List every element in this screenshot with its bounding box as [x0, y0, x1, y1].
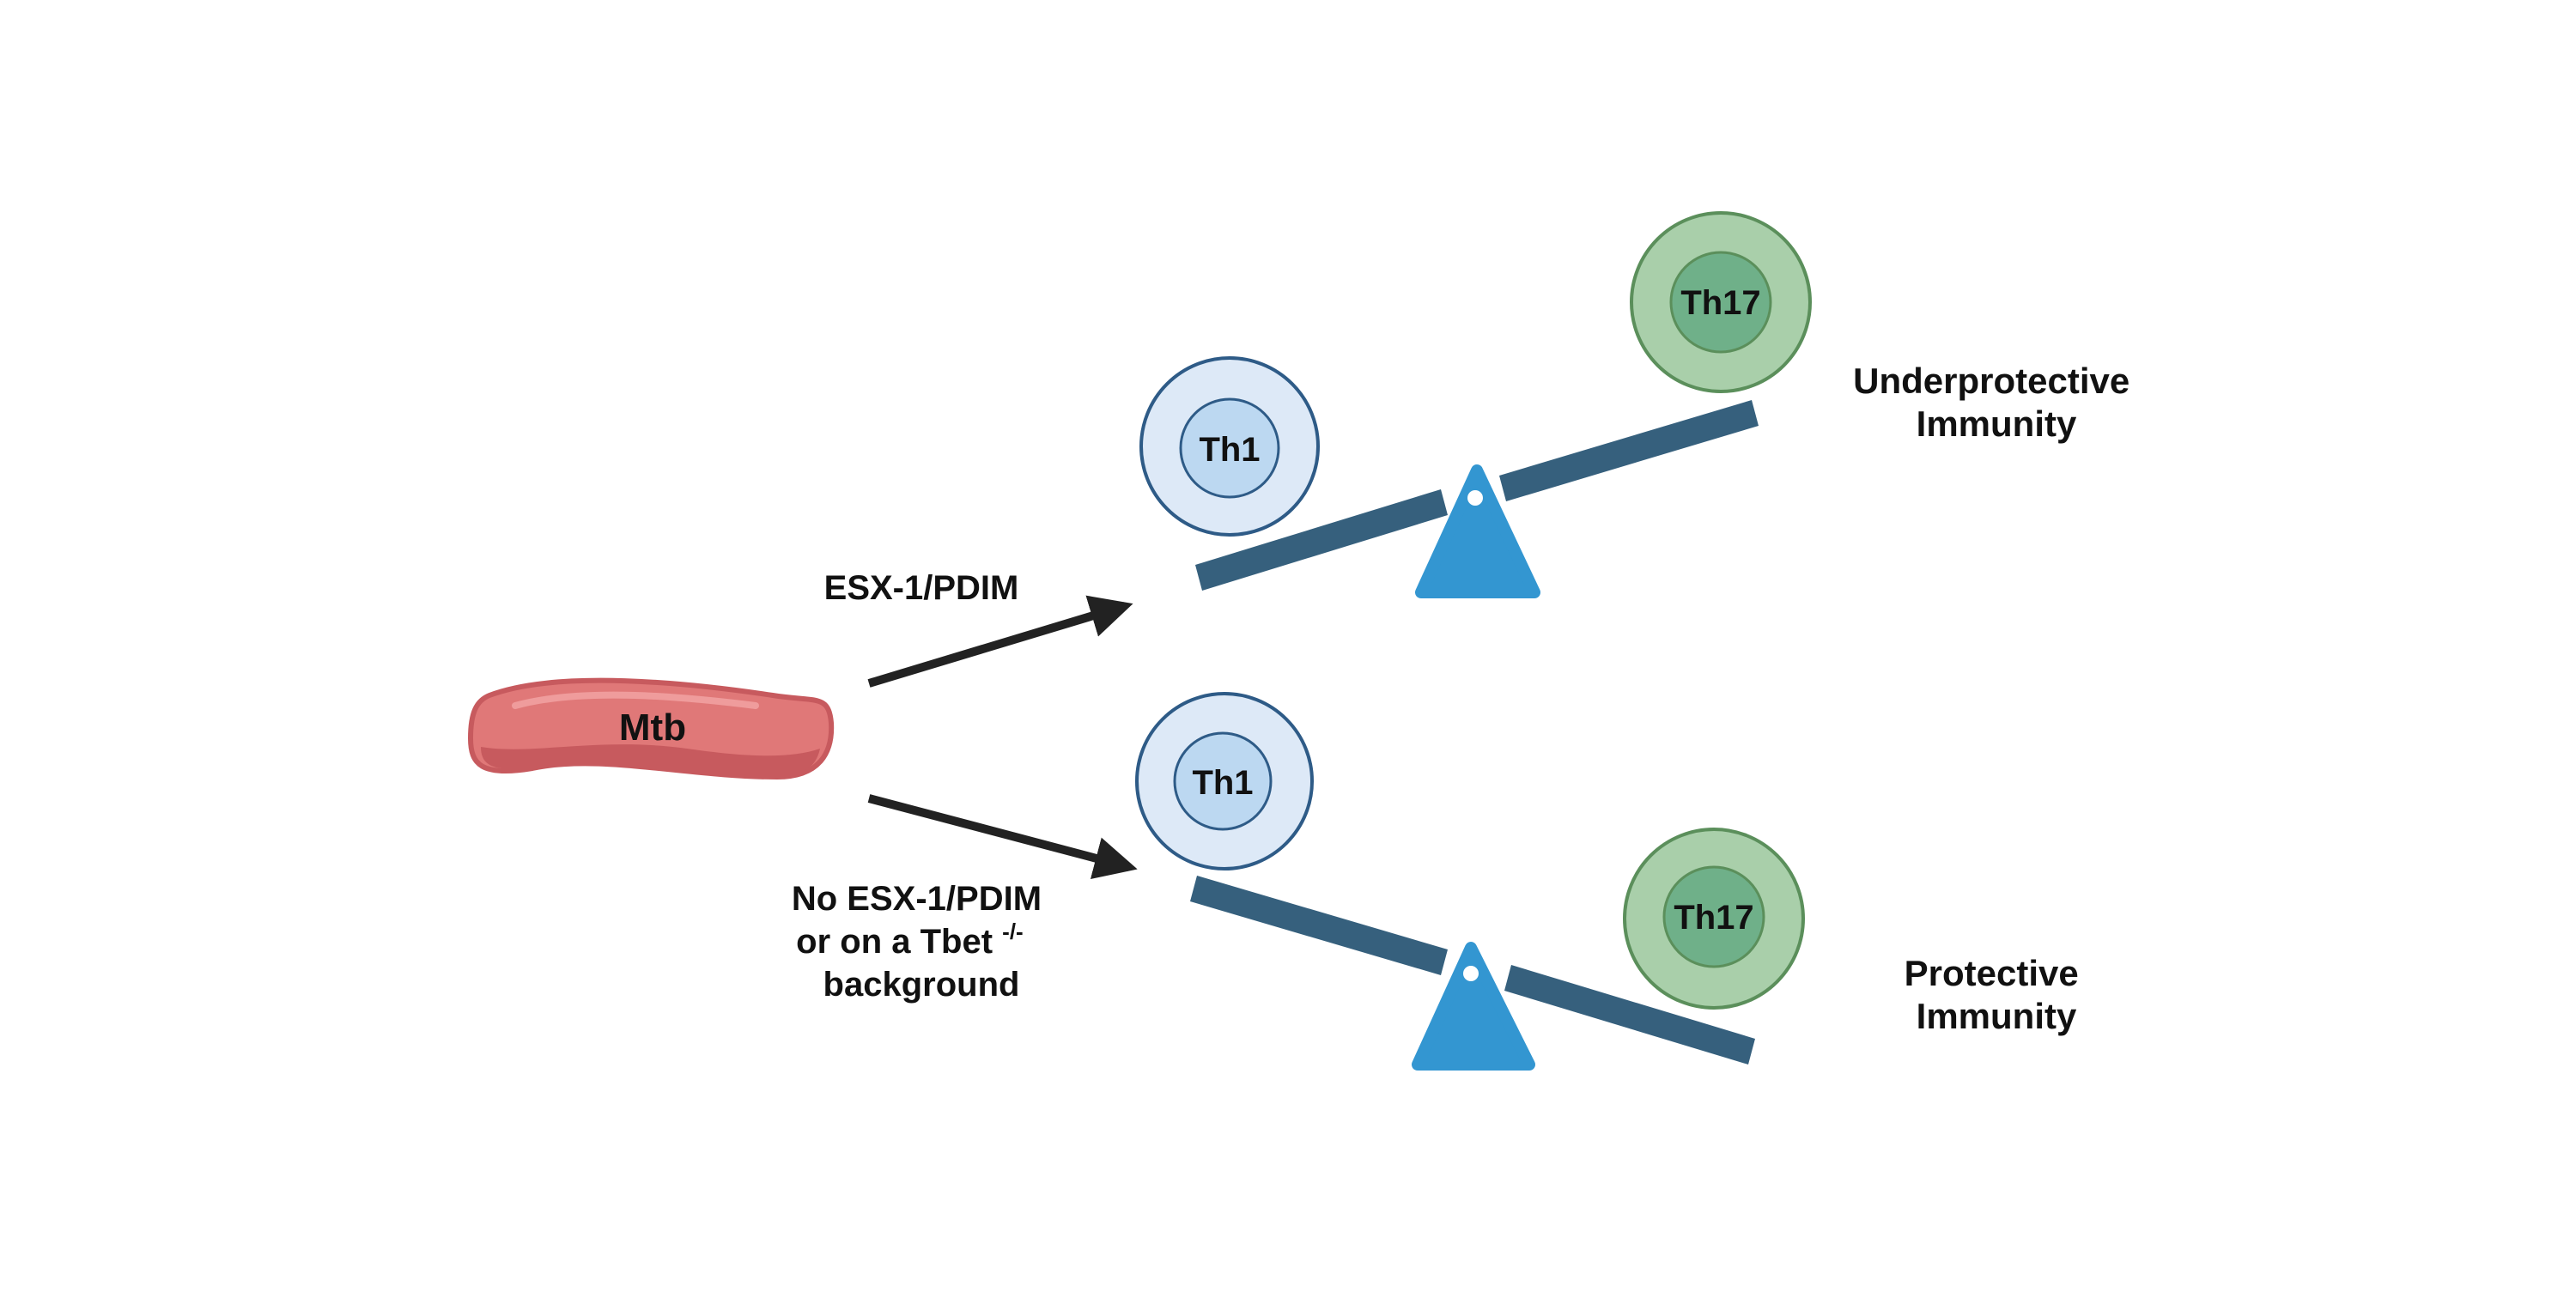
lower-arrow-label-line1: No ESX-1/PDIM: [792, 880, 1042, 918]
upper-th1-label: Th1: [1199, 431, 1260, 469]
th1-cell-nucleus: [1173, 731, 1273, 831]
upper-arrow: [867, 595, 1133, 688]
mtb-bacterium: Mtb: [467, 677, 835, 780]
upper-beam-right: [1499, 400, 1759, 501]
lower-th1-label: Th1: [1192, 764, 1253, 802]
lower-fulcrum-pivot: [1463, 966, 1479, 981]
upper-th17-cell: Th17: [1630, 211, 1812, 393]
lower-arrow-label-line2: or on a Tbet: [796, 923, 993, 961]
upper-beam-left: [1195, 489, 1448, 591]
lower-arrow-label: No ESX-1/PDIM or on a Tbet -/- backgroun…: [792, 880, 1051, 1004]
lower-seesaw: Th1 Th17 Protective Immunity: [1135, 692, 2089, 1071]
th17-cell-nucleus: [1669, 251, 1772, 354]
bacterium-label: Mtb: [619, 707, 686, 749]
th17-cell-nucleus: [1662, 865, 1765, 968]
lower-th17-label: Th17: [1674, 899, 1753, 937]
th1-cell-nucleus: [1179, 397, 1280, 499]
lower-outcome-label: Protective Immunity: [1905, 953, 2089, 1036]
bacterium-highlight: [512, 691, 759, 709]
lower-outcome-line2: Immunity: [1917, 996, 2077, 1036]
bacterium-shadow: [481, 744, 820, 775]
lower-beam-left: [1190, 876, 1448, 975]
lower-arrow: [867, 794, 1138, 879]
lower-fulcrum: [1412, 942, 1535, 1071]
upper-th17-label: Th17: [1680, 284, 1760, 322]
upper-seesaw: Th1 Th17 Underprotective Immunity: [1139, 211, 2140, 598]
lower-outcome-line1: Protective: [1905, 953, 2079, 993]
upper-th1-cell: Th1: [1139, 356, 1320, 537]
lower-arrow-label-superscript: -/-: [1002, 919, 1024, 944]
lower-th1-cell: Th1: [1135, 692, 1314, 870]
lower-arrow-label-line3: background: [823, 966, 1020, 1004]
lower-beam-right: [1504, 965, 1755, 1065]
upper-fulcrum: [1415, 464, 1540, 598]
upper-fulcrum-pivot: [1467, 490, 1483, 506]
upper-arrow-label: ESX-1/PDIM: [824, 569, 1019, 607]
upper-outcome-line1: Underprotective: [1853, 361, 2129, 401]
upper-outcome-label: Underprotective Immunity: [1853, 361, 2140, 444]
upper-outcome-line2: Immunity: [1917, 403, 2077, 444]
lower-th17-cell: Th17: [1623, 828, 1805, 1010]
